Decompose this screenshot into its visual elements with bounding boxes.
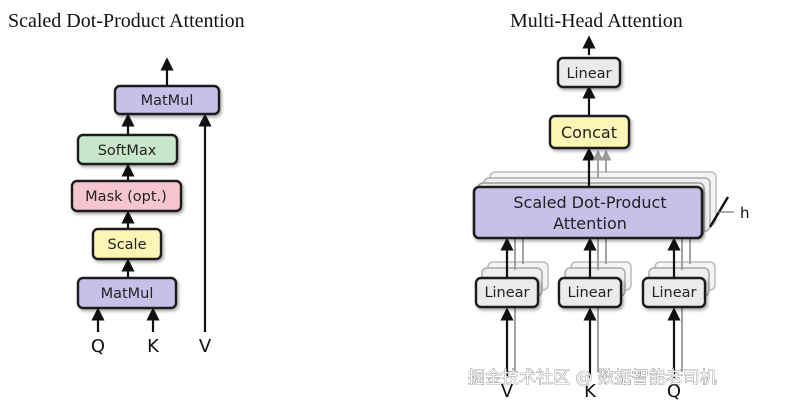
box-linear-k-label: Linear [567,285,612,301]
box-linear-v-label: Linear [484,285,529,301]
box-mask-label: Mask (opt.) [85,189,167,205]
box-linear-out-label: Linear [566,66,611,82]
box-matmul-bottom-label: MatMul [101,286,154,302]
box-linear-k: Linear [557,276,623,309]
box-scale: Scale [91,227,163,261]
box-linear-q: Linear [641,276,707,309]
left-arrows [91,57,212,332]
box-sdpa-label-line2: Attention [553,214,627,233]
input-q-label: Q [91,336,105,357]
box-scaled-dot-product-attention: Scaled Dot-Product Attention [472,185,704,240]
input-q-label-right: Q [667,381,681,402]
box-concat-label: Concat [561,123,617,142]
box-scale-label: Scale [107,237,146,253]
box-matmul-bottom: MatMul [76,276,178,310]
box-matmul-top: MatMul [113,84,221,116]
watermark-text: 掘金技术社区 @ 数据智能老司机 [468,368,717,388]
box-softmax: SoftMax [76,133,179,166]
box-matmul-top-label: MatMul [141,93,194,109]
input-k-label: K [147,336,160,357]
box-mask: Mask (opt.) [70,179,183,213]
box-sdpa-label-line1: Scaled Dot-Product [513,193,666,212]
box-linear-v: Linear [474,276,540,309]
box-softmax-label: SoftMax [98,143,157,159]
input-k-label-right: K [584,381,597,402]
left-title: Scaled Dot-Product Attention [8,10,245,32]
box-linear-q-label: Linear [651,285,696,301]
heads-bracket: h [708,196,750,228]
box-linear-out: Linear [556,56,622,89]
box-concat: Concat [548,114,631,150]
right-title: Multi-Head Attention [510,10,683,32]
right-arrows [500,35,681,378]
input-v-label: V [199,336,212,357]
input-v-label-right: V [501,381,514,402]
heads-label: h [740,204,750,222]
